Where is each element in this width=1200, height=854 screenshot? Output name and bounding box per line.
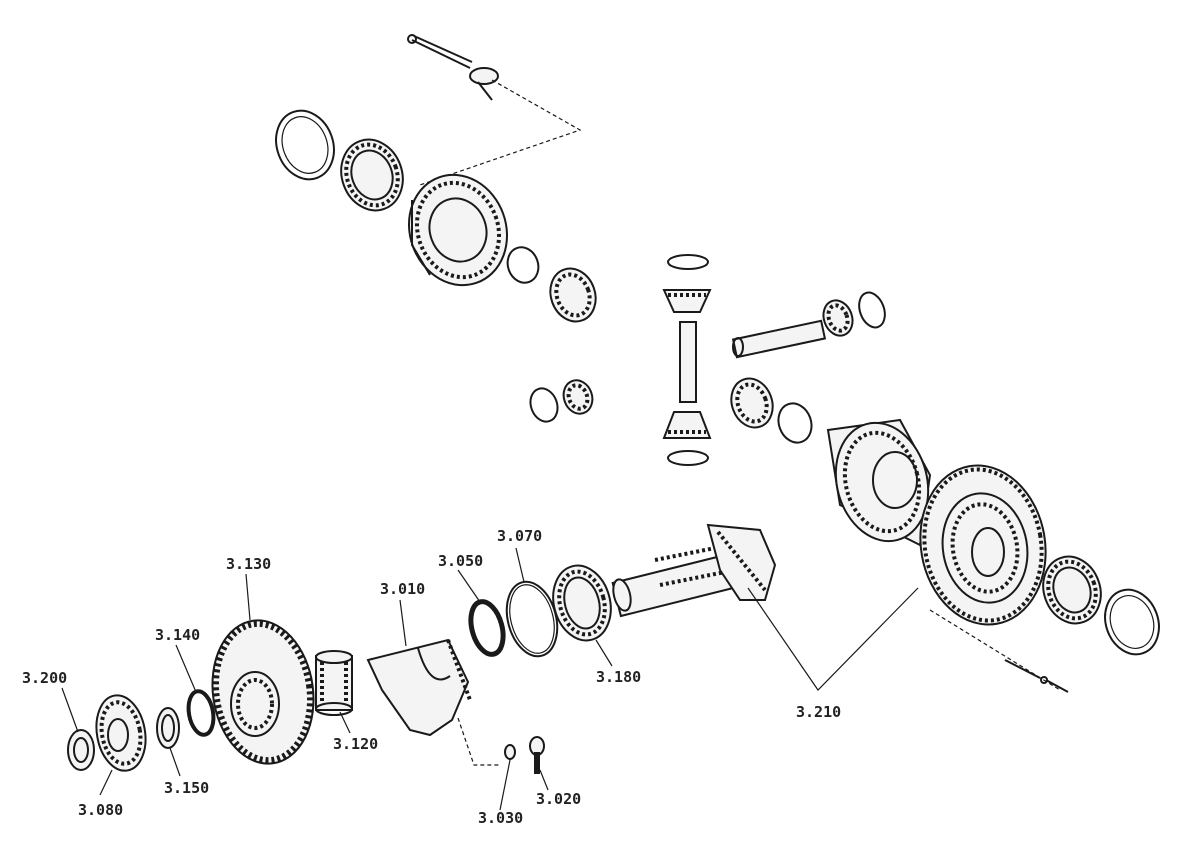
label-3030: 3.030 xyxy=(478,809,523,827)
label-3010: 3.010 xyxy=(380,580,425,598)
side-pinion-left xyxy=(562,379,594,415)
bolt-3020 xyxy=(529,736,545,774)
label-3140: 3.140 xyxy=(155,626,200,644)
side-pinion-right xyxy=(822,299,854,337)
leader-3050 xyxy=(457,569,481,603)
lower-tapered-bearing xyxy=(1042,555,1102,625)
fork-fastener-dashline xyxy=(457,717,500,766)
pinion-gear-bottom xyxy=(662,411,712,439)
snap-ring-3150 xyxy=(156,707,180,749)
thrust-washer-3140 xyxy=(186,689,216,737)
lower-pin-bolt xyxy=(1004,659,1069,693)
side-washer-right xyxy=(858,291,886,329)
shift-fork-3010 xyxy=(366,638,472,737)
leader-3070 xyxy=(515,547,525,583)
seal-ring-3050 xyxy=(468,599,506,657)
gear-3130 xyxy=(211,619,315,765)
leader-3130 xyxy=(245,573,251,621)
leader-3030 xyxy=(499,759,511,811)
differential-case-half xyxy=(407,173,509,287)
seal-3200 xyxy=(67,729,95,771)
cross-shaft-vertical xyxy=(679,321,697,403)
label-3210: 3.210 xyxy=(796,703,841,721)
leader-3140 xyxy=(175,644,197,693)
pinion-gear-top xyxy=(662,289,712,313)
label-3080: 3.080 xyxy=(78,801,123,819)
side-washer-left xyxy=(529,387,559,423)
differential-case-right xyxy=(826,418,932,547)
label-3180: 3.180 xyxy=(596,668,641,686)
label-3050: 3.050 xyxy=(438,552,483,570)
side-gear-washer-lower xyxy=(777,402,813,444)
crown-wheel xyxy=(919,464,1047,626)
leader-lines xyxy=(61,547,919,811)
label-3020: 3.020 xyxy=(536,790,581,808)
drive-pinion-shaft xyxy=(611,523,777,618)
pinion-washer-bottom xyxy=(667,450,709,466)
shim-ring-3070 xyxy=(505,580,559,658)
bearing-3180 xyxy=(552,564,612,642)
cross-shaft-horizontal xyxy=(731,319,827,359)
leader-3150 xyxy=(169,747,181,777)
leader-3080 xyxy=(99,769,113,796)
upper-pin-bolt xyxy=(407,34,499,101)
leader-3120 xyxy=(339,711,351,734)
upper-tapered-bearing xyxy=(340,138,404,212)
label-3150: 3.150 xyxy=(164,779,209,797)
upper-thrust-ring xyxy=(275,109,335,181)
leader-3020 xyxy=(539,769,549,791)
label-3200: 3.200 xyxy=(22,669,67,687)
leader-3210 xyxy=(747,587,919,691)
label-3070: 3.070 xyxy=(497,527,542,545)
needle-bearing-3120 xyxy=(315,650,353,716)
side-gear-upper xyxy=(549,267,597,323)
leader-3200 xyxy=(61,687,79,733)
ball-bearing-3080 xyxy=(95,694,147,772)
side-gear-lower xyxy=(730,377,774,429)
lower-thrust-ring xyxy=(1104,588,1160,656)
upper-assembly-axis-line xyxy=(419,79,582,186)
label-3130: 3.130 xyxy=(226,555,271,573)
washer-3030 xyxy=(504,744,516,760)
side-gear-washer-upper xyxy=(506,246,540,284)
pinion-washer-top xyxy=(667,254,709,270)
leader-3180 xyxy=(595,639,613,667)
label-3120: 3.120 xyxy=(333,735,378,753)
leader-3010 xyxy=(399,599,407,647)
